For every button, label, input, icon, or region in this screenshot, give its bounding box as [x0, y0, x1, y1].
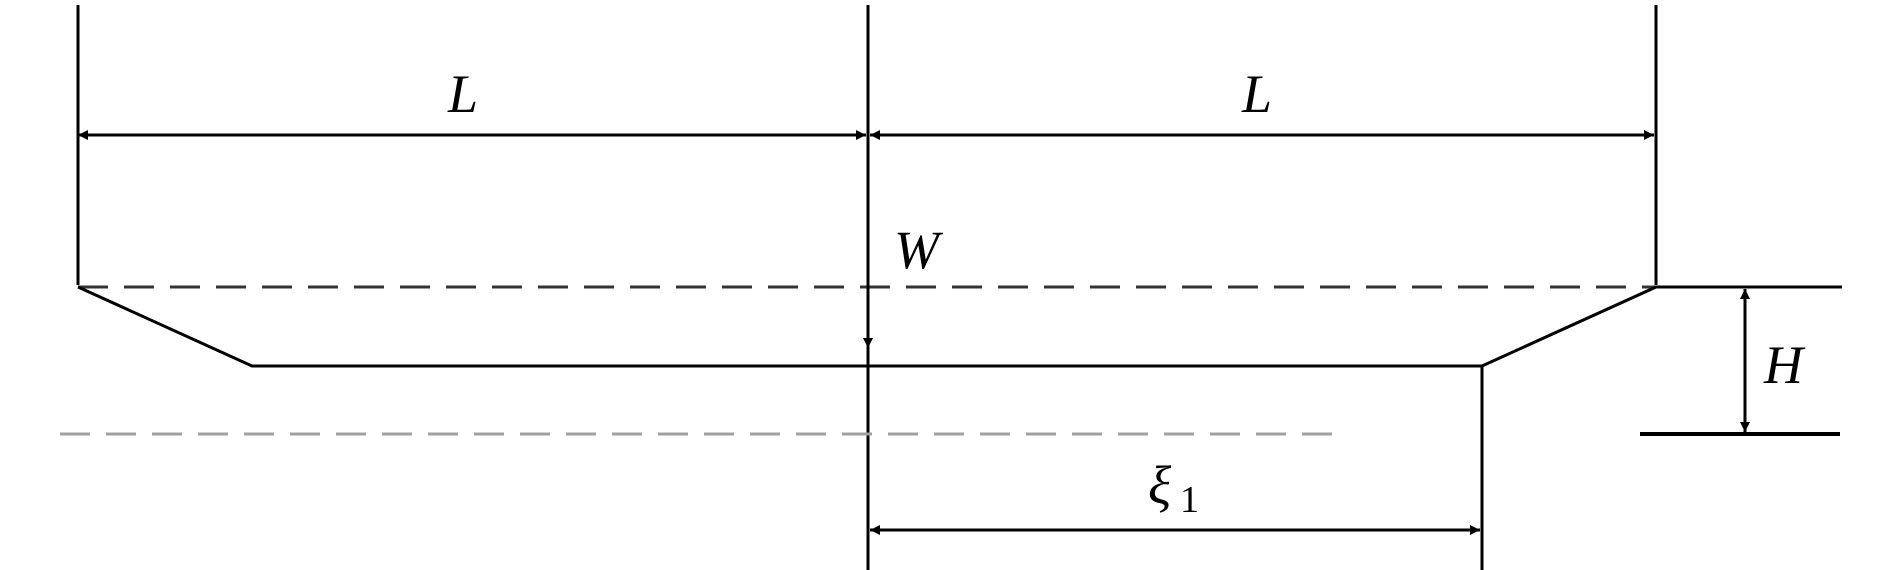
- left-span-label: L: [447, 64, 478, 124]
- xi-label: ξ: [1148, 455, 1172, 515]
- load-label: W: [894, 220, 944, 280]
- height-label: H: [1763, 335, 1806, 395]
- xi-subscript: 1: [1180, 479, 1199, 521]
- deformed-profile: [77, 285, 1657, 368]
- right-span-label: L: [1241, 64, 1272, 124]
